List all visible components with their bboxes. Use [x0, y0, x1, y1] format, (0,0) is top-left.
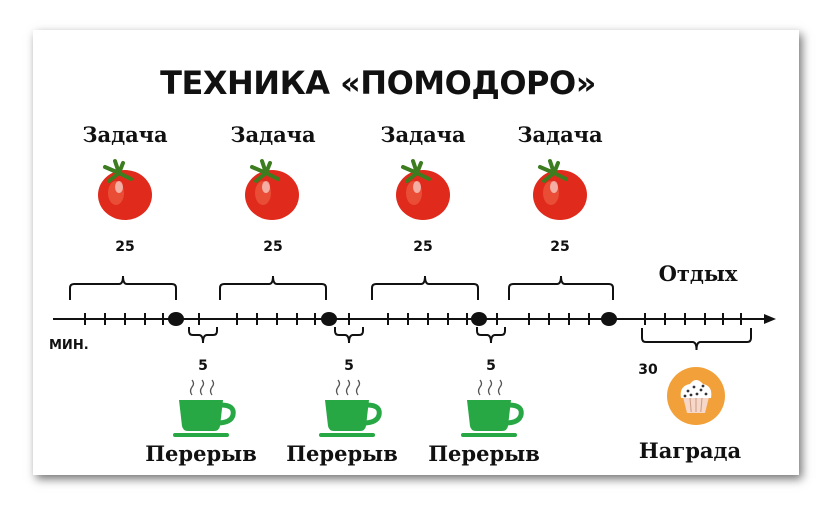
break-minutes: 5: [198, 358, 208, 374]
task-minutes: 25: [115, 239, 134, 255]
task-brace: [69, 275, 177, 300]
reward-label: Награда: [639, 438, 742, 463]
coffee-cup-icon: [319, 379, 382, 437]
task-label: Задача: [82, 122, 168, 147]
task-label: Задача: [230, 122, 316, 147]
break-brace: [188, 327, 218, 344]
break-minutes: 5: [344, 358, 354, 374]
coffee-cup-icon: [461, 379, 524, 437]
break-brace: [334, 327, 364, 344]
tomato-icon: [533, 159, 587, 220]
break-label: Перерыв: [286, 441, 398, 466]
task-brace: [508, 275, 614, 300]
task-brace: [371, 275, 479, 300]
cupcake-icon: [667, 367, 725, 425]
tomato-icon: [396, 159, 450, 220]
break-label: Перерыв: [145, 441, 257, 466]
task-minutes: 25: [550, 239, 569, 255]
task-minutes: 25: [413, 239, 432, 255]
rest-brace: [641, 328, 752, 351]
rest-label: Отдых: [659, 261, 738, 286]
tomato-icon: [245, 159, 299, 220]
tasks: Задача 25 Задача 25 Задача 25 Задача 25: [69, 122, 614, 300]
timeline: [53, 312, 776, 326]
timeline-ticks: [84, 313, 742, 325]
task-item: Задача 25: [508, 122, 614, 300]
timeline-arrowhead: [764, 314, 776, 324]
task-label: Задача: [380, 122, 466, 147]
page-title: ТЕХНИКА «ПОМОДОРО»: [160, 64, 596, 102]
break-minutes: 5: [486, 358, 496, 374]
pomodoro-card: ТЕХНИКА «ПОМОДОРО» МИН. Задача 25 Задача 25…: [33, 30, 799, 475]
timeline-markers: [168, 312, 617, 326]
timeline-dot: [471, 312, 487, 326]
tomato-icon: [98, 159, 152, 220]
task-label: Задача: [517, 122, 603, 147]
timeline-dot: [321, 312, 337, 326]
pomodoro-diagram: ТЕХНИКА «ПОМОДОРО» МИН. Задача 25 Задача 25…: [49, 64, 776, 466]
break-brace: [476, 327, 506, 344]
rest-minutes: 30: [638, 362, 658, 378]
timeline-dot: [168, 312, 184, 326]
task-item: Задача 25: [69, 122, 177, 300]
coffee-cup-icon: [173, 379, 236, 437]
task-brace: [219, 275, 327, 300]
task-minutes: 25: [263, 239, 282, 255]
unit-label: МИН.: [49, 338, 89, 353]
task-item: Задача 25: [371, 122, 479, 300]
task-item: Задача 25: [219, 122, 327, 300]
timeline-dot: [601, 312, 617, 326]
break-label: Перерыв: [428, 441, 540, 466]
